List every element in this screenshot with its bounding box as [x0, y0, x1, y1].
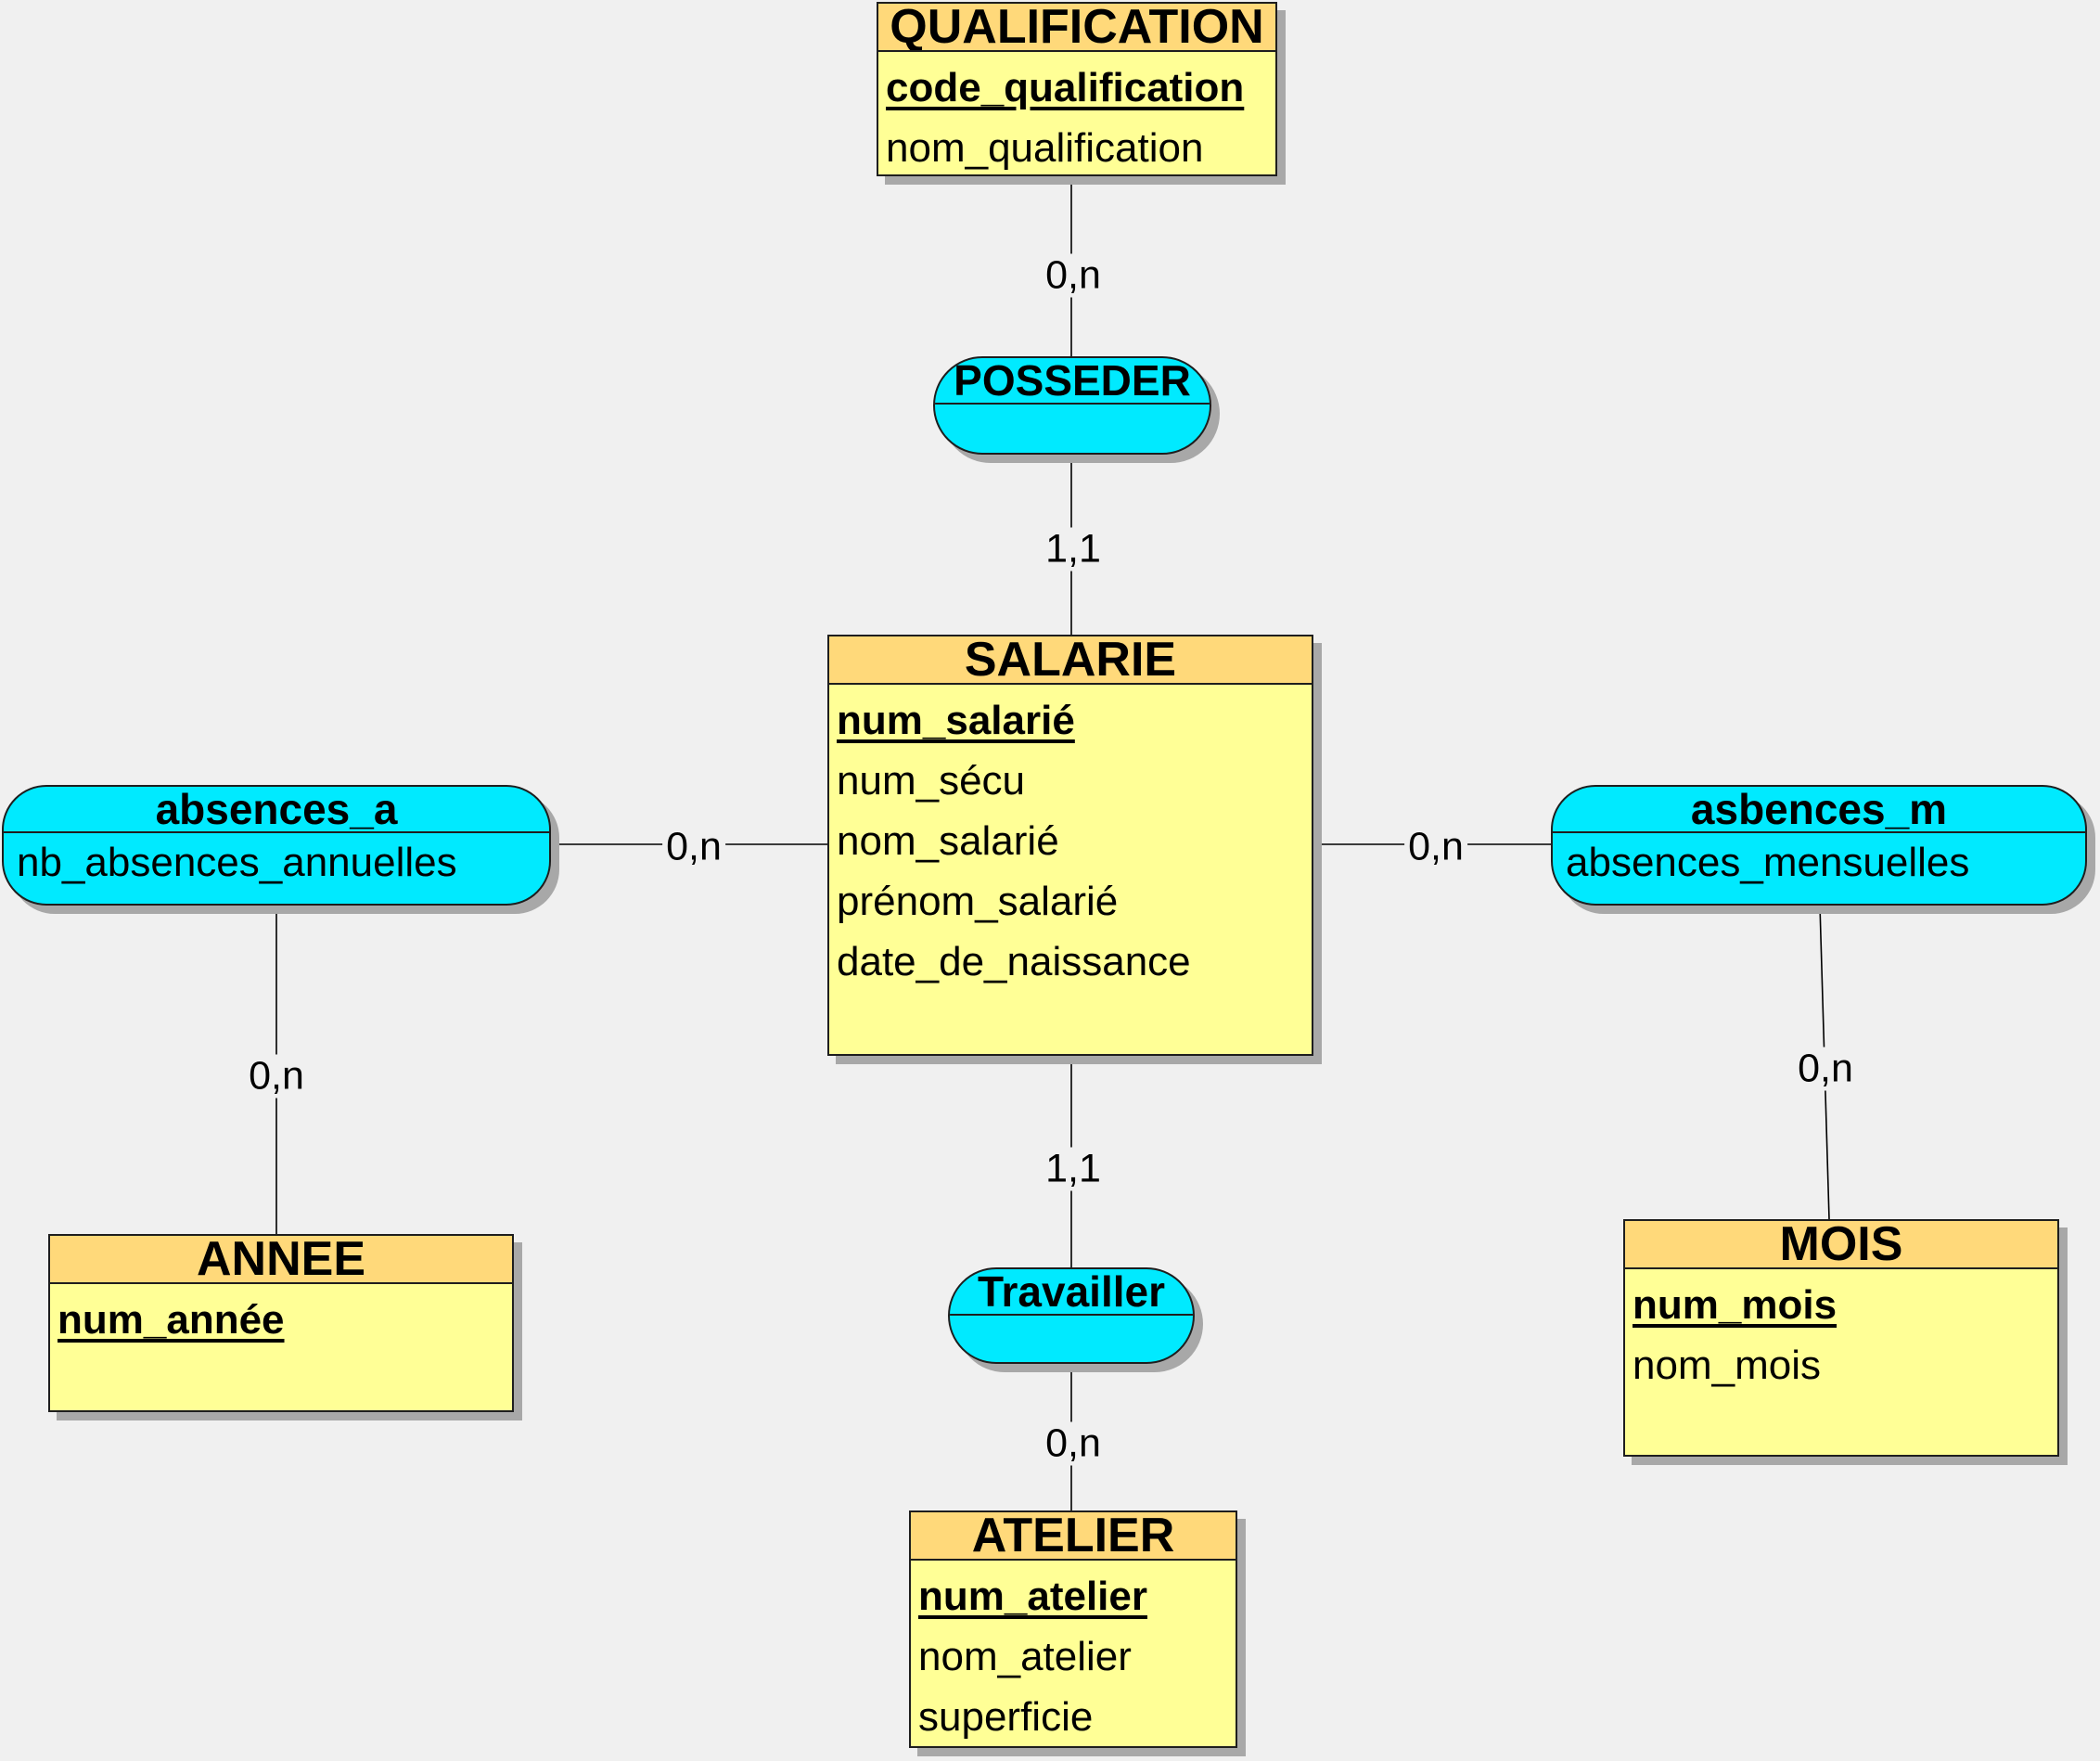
- association-absences_a[interactable]: absences_a nb_absences_annuelles: [2, 785, 551, 906]
- entity-mois[interactable]: MOIS num_mois nom_mois: [1623, 1219, 2059, 1457]
- attribute: nom_qualification: [886, 125, 1204, 171]
- attribute: nom_salarié: [837, 818, 1059, 864]
- association-asbences_m[interactable]: asbences_m absences_mensuelles: [1551, 785, 2087, 906]
- entity-atelier[interactable]: ATELIER num_atelier nom_atelier superfic…: [909, 1510, 1237, 1748]
- primary-key-attribute: num_atelier: [918, 1574, 1147, 1619]
- entity-annee[interactable]: ANNEE num_année: [48, 1234, 514, 1412]
- primary-key-attribute: num_année: [58, 1297, 285, 1343]
- entity-title: ATELIER: [911, 1512, 1236, 1561]
- cardinality-mois-asbences_m: 0,n: [1794, 1047, 1857, 1091]
- cardinality-qualification-posseder: 0,n: [1042, 253, 1105, 298]
- association-title: asbences_m: [1553, 787, 2085, 833]
- association-title: Travailler: [950, 1269, 1193, 1316]
- association-title: absences_a: [4, 787, 549, 833]
- attribute: nom_mois: [1633, 1343, 1821, 1388]
- entity-qualification[interactable]: QUALIFICATION code_qualification nom_qua…: [877, 2, 1277, 176]
- primary-key-attribute: num_mois: [1633, 1282, 1838, 1328]
- entity-title: MOIS: [1625, 1221, 2057, 1269]
- association-attribute: nb_absences_annuelles: [17, 840, 457, 885]
- association-title: POSSEDER: [935, 358, 1210, 405]
- attribute: nom_atelier: [918, 1634, 1132, 1679]
- attribute: date_de_naissance: [837, 939, 1191, 984]
- entity-title: SALARIE: [829, 636, 1312, 685]
- attribute: num_sécu: [837, 758, 1026, 803]
- cardinality-atelier-travailler: 0,n: [1042, 1421, 1105, 1466]
- cardinality-salarie-travailler: 1,1: [1042, 1147, 1105, 1191]
- cardinality-salarie-absences_a: 0,n: [662, 825, 725, 869]
- cardinality-salarie-asbences_m: 0,n: [1404, 825, 1467, 869]
- cardinality-salarie-posseder: 1,1: [1042, 527, 1105, 572]
- cardinality-annee-absences_a: 0,n: [245, 1054, 308, 1099]
- primary-key-attribute: code_qualification: [886, 65, 1245, 110]
- association-attribute: absences_mensuelles: [1566, 840, 1970, 885]
- attribute: superficie: [918, 1694, 1094, 1740]
- entity-salarie[interactable]: SALARIE num_salarié num_sécu nom_salarié…: [827, 635, 1313, 1056]
- primary-key-attribute: num_salarié: [837, 698, 1075, 743]
- association-travailler[interactable]: Travailler: [948, 1267, 1195, 1364]
- entity-title: QUALIFICATION: [878, 4, 1275, 52]
- attribute: prénom_salarié: [837, 879, 1119, 924]
- entity-title: ANNEE: [50, 1236, 512, 1284]
- association-posseder[interactable]: POSSEDER: [933, 356, 1211, 455]
